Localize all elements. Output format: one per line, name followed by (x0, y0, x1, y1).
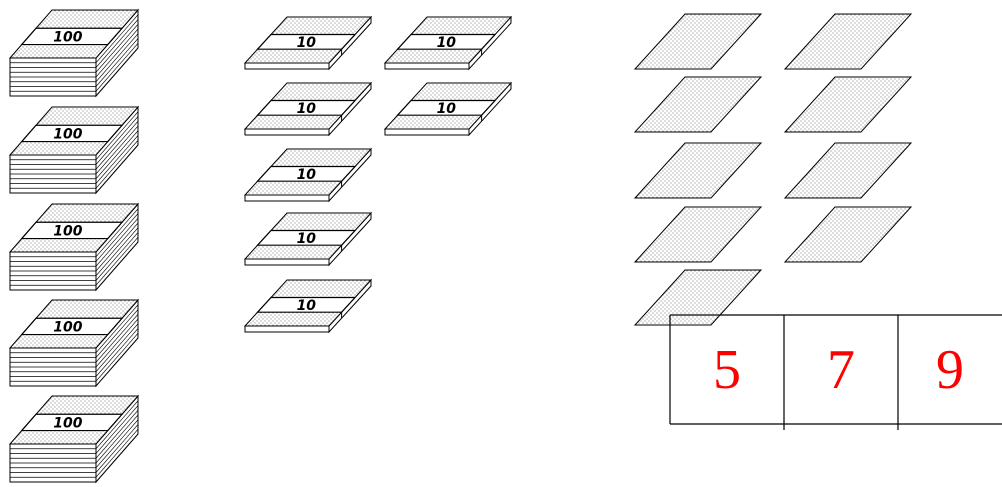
one-sheet (635, 77, 761, 132)
hundred-label: 100 (53, 415, 82, 431)
one-sheet (785, 77, 911, 132)
ones-sheets (635, 14, 911, 325)
hundred-label: 100 (53, 319, 82, 335)
ten-label: 10 (297, 167, 317, 183)
hundred-bundle: 100 (10, 107, 138, 193)
one-sheet (635, 143, 761, 198)
answer-ones-digit: 9 (898, 315, 1002, 424)
ten-label: 10 (437, 101, 457, 117)
hundred-bundle: 100 (10, 10, 138, 96)
hundred-bundle: 100 (10, 396, 138, 482)
hundred-label: 100 (53, 29, 82, 45)
ten-bundle: 10 (245, 280, 371, 332)
answer-hundreds-digit: 5 (670, 315, 784, 424)
ten-label: 10 (297, 101, 317, 117)
ten-bundle: 10 (245, 213, 371, 265)
hundred-label: 100 (53, 126, 82, 142)
ten-bundle: 10 (245, 83, 371, 135)
ten-bundle: 10 (245, 149, 371, 201)
one-sheet (635, 14, 761, 69)
ten-label: 10 (297, 35, 317, 51)
hundred-bundle: 100 (10, 300, 138, 386)
one-sheet (785, 143, 911, 198)
answer-tens-digit: 7 (784, 315, 898, 424)
ten-label: 10 (297, 298, 317, 314)
tens-bundles: 10 10 10 10 10 10 10 (245, 17, 511, 332)
hundreds-bundles: 100 100 100 100 100 (10, 10, 138, 482)
ten-bundle: 10 (385, 17, 511, 69)
hundred-bundle: 100 (10, 204, 138, 290)
ten-bundle: 10 (385, 83, 511, 135)
ten-bundle: 10 (245, 17, 371, 69)
one-sheet (635, 207, 761, 262)
hundred-label: 100 (53, 223, 82, 239)
ten-label: 10 (437, 35, 457, 51)
one-sheet (785, 14, 911, 69)
ten-label: 10 (297, 231, 317, 247)
one-sheet (785, 207, 911, 262)
